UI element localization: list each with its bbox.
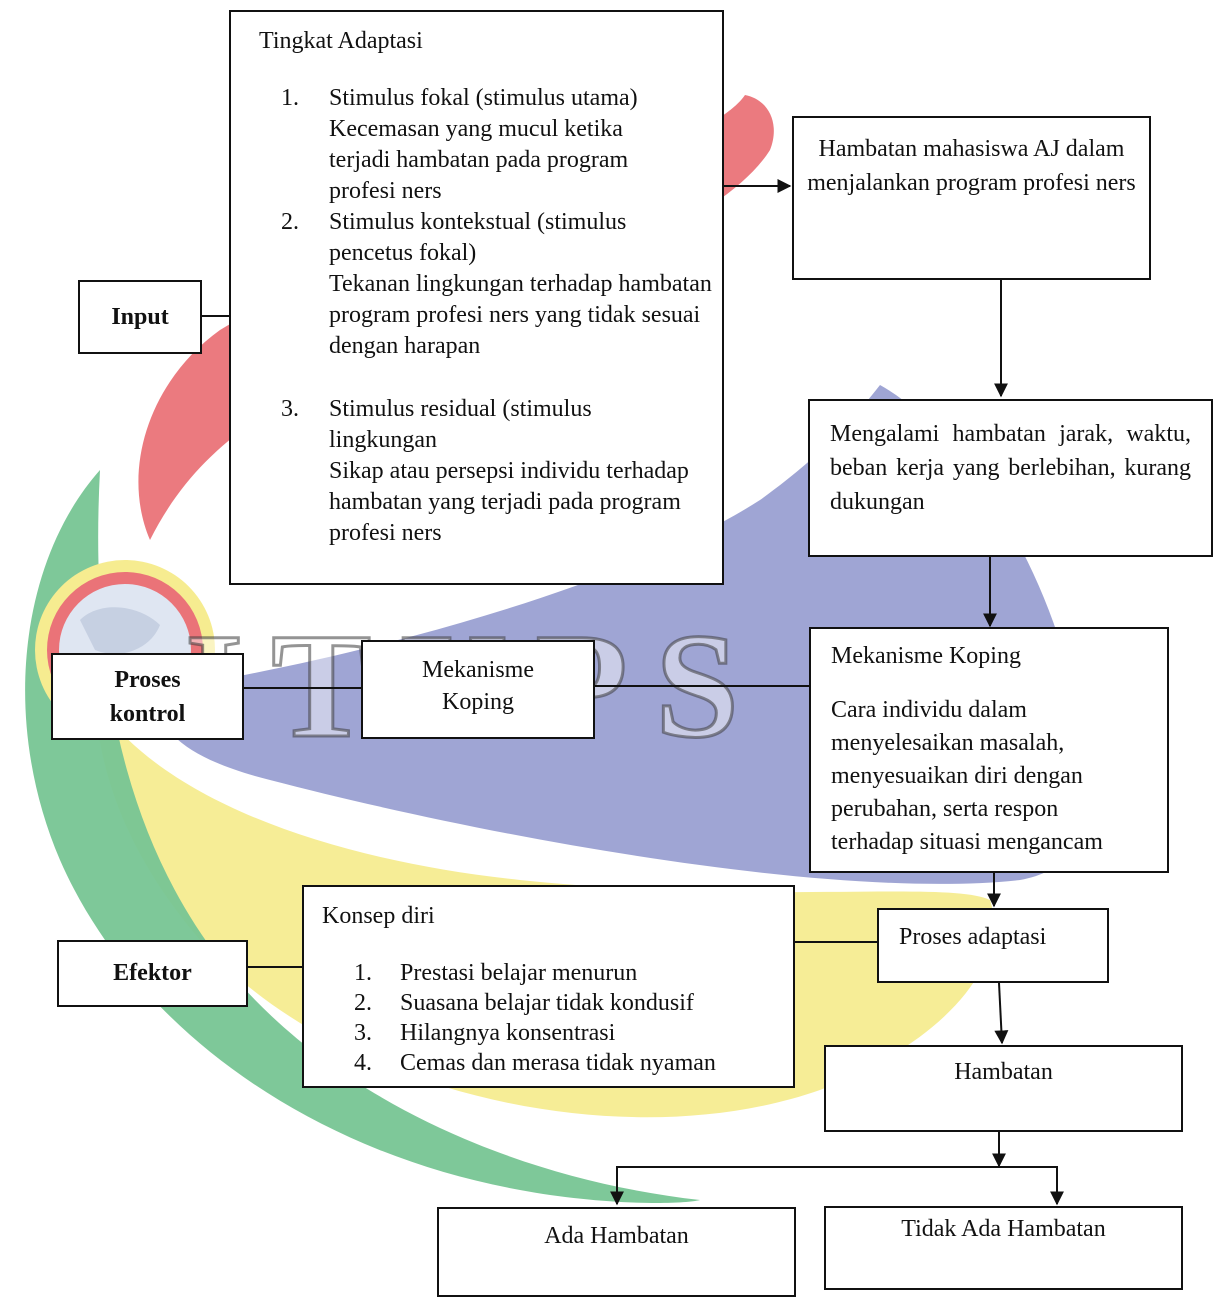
konsep-item-text: Suasana belajar tidak kondusif <box>400 990 694 1016</box>
tingkat-item-number: 2. <box>281 209 299 235</box>
tingkat-item-head: Stimulus fokal (stimulus utama) <box>329 85 638 111</box>
konsep-diri-title: Konsep diri <box>322 903 435 929</box>
mekanisme-koping-body: Cara individu dalam menyelesaikan masala… <box>831 697 1103 855</box>
hambatan-mahasiswa-text: Hambatan mahasiswa AJ dalam menjalankan … <box>807 136 1136 196</box>
tingkat-item-number: 3. <box>281 396 299 422</box>
konsep-item-number: 2. <box>354 990 372 1016</box>
konsep-diri-list: 1. Prestasi belajar menurun 2. Suasana bel… <box>322 958 781 1078</box>
ada-hambatan-box: Ada Hambatan <box>437 1207 796 1297</box>
tingkat-adaptasi-box: Tingkat Adaptasi 1. Stimulus fokal (stim… <box>229 10 724 585</box>
tingkat-list: 1. Stimulus fokal (stimulus utama) Kecem… <box>253 83 712 549</box>
mengalami-box: Mengalami hambatan jarak, waktu, beban k… <box>808 399 1213 557</box>
konsep-item-number: 1. <box>354 960 372 986</box>
input-label-box: Input <box>78 280 202 354</box>
konsep-item-number: 4. <box>354 1050 372 1076</box>
mekanisme-koping-small-text: Mekanisme Koping <box>422 657 534 715</box>
tingkat-item-body: Kecemasan yang mucul ketika terjadi hamb… <box>329 116 629 204</box>
mekanisme-koping-big-box: Mekanisme Koping Cara individu dalam men… <box>809 627 1169 873</box>
konsep-item-1: 1. Prestasi belajar menurun <box>322 958 781 988</box>
hambatan-box: Hambatan <box>824 1045 1183 1132</box>
efektor-label-box: Efektor <box>57 940 248 1007</box>
konsep-item-text: Hilangnya konsentrasi <box>400 1020 616 1046</box>
proses-kontrol-label: Proses kontrol <box>109 666 186 727</box>
proses-kontrol-label-box: Proses kontrol <box>51 653 244 740</box>
konsep-item-text: Prestasi belajar menurun <box>400 960 638 986</box>
logo-green-swoosh <box>25 470 700 1203</box>
tingkat-item-head: Stimulus residual (stimulus lingkungan <box>329 396 592 453</box>
tingkat-item-head: Stimulus kontekstual (stimulus pencetus … <box>329 209 627 266</box>
tingkat-item-body: Tekanan lingkungan terhadap hambatan pro… <box>329 271 712 359</box>
ada-hambatan-text: Ada Hambatan <box>544 1223 689 1249</box>
konsep-item-2: 2. Suasana belajar tidak kondusif <box>322 988 781 1018</box>
tingkat-item-number: 1. <box>281 85 299 111</box>
konsep-item-text: Cemas dan merasa tidak nyaman <box>400 1050 716 1076</box>
konsep-item-4: 4. Cemas dan merasa tidak nyaman <box>322 1048 781 1078</box>
efektor-label: Efektor <box>113 960 192 986</box>
tingkat-item-body: Sikap atau persepsi individu terhadap ha… <box>329 458 689 546</box>
mekanisme-koping-small-box: Mekanisme Koping <box>361 640 595 739</box>
mekanisme-koping-title: Mekanisme Koping <box>831 643 1021 669</box>
tingkat-item-3: 3. Stimulus residual (stimulus lingkunga… <box>253 394 700 549</box>
proses-adaptasi-text: Proses adaptasi <box>899 924 1047 950</box>
hambatan-text: Hambatan <box>954 1059 1053 1085</box>
proses-adaptasi-box: Proses adaptasi <box>877 908 1109 983</box>
konsep-item-number: 3. <box>354 1020 372 1046</box>
konsep-item-3: 3. Hilangnya konsentrasi <box>322 1018 781 1048</box>
tidak-ada-hambatan-box: Tidak Ada Hambatan <box>824 1206 1183 1290</box>
konsep-diri-box: Konsep diri 1. Prestasi belajar menurun 2… <box>302 885 795 1088</box>
mengalami-text: Mengalami hambatan jarak, waktu, beban k… <box>830 421 1191 515</box>
tingkat-title: Tingkat Adaptasi <box>259 28 423 54</box>
tingkat-item-1: 1. Stimulus fokal (stimulus utama) Kecem… <box>253 83 700 207</box>
tingkat-item-2: 2. Stimulus kontekstual (stimulus pencet… <box>253 207 712 362</box>
hambatan-mahasiswa-box: Hambatan mahasiswa AJ dalam menjalankan … <box>792 116 1151 280</box>
input-label: Input <box>111 303 169 330</box>
tidak-ada-hambatan-text: Tidak Ada Hambatan <box>901 1216 1106 1242</box>
logo-globe-land <box>80 607 160 654</box>
